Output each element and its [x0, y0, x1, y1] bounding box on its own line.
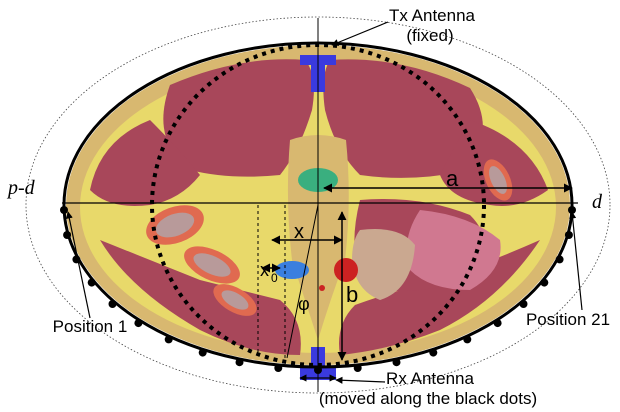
measurement-dot [108, 300, 117, 308]
b-label: b [346, 282, 358, 307]
rx-antenna-label: Rx Antenna [386, 369, 474, 388]
measurement-dot [463, 335, 472, 344]
organ-pink-right [406, 210, 501, 290]
tx-leader-arrow [331, 21, 389, 46]
measurement-dot [87, 278, 96, 287]
x-label: x [294, 221, 304, 243]
measurement-dot [568, 206, 576, 214]
measurement-dot [392, 358, 401, 367]
phi-ray [286, 204, 319, 359]
measurement-dot [60, 206, 68, 214]
position-1-label: Position 1 [53, 317, 128, 336]
measurement-dot [564, 231, 573, 239]
measurement-dot [493, 319, 502, 328]
phi-label: φ [298, 294, 310, 314]
rx-moved-label: (moved along the black dots) [319, 389, 537, 408]
p-minus-d-label: p-d [6, 177, 36, 199]
d-label: d [592, 191, 603, 213]
measurement-dot [274, 364, 283, 372]
organ-tan-right [352, 229, 415, 300]
abdominal-muscle-left [100, 240, 301, 355]
back-muscle-right [323, 59, 483, 178]
rx-leader-arrow [335, 376, 386, 384]
measurement-dot [314, 366, 322, 374]
small-vessel [319, 285, 325, 291]
measurement-dot [72, 255, 81, 264]
measurement-dot [429, 348, 438, 357]
tx-antenna-label: Tx Antenna [389, 6, 476, 25]
a-label: a [446, 166, 459, 191]
measurement-dots [60, 206, 576, 374]
measurement-dot [134, 319, 143, 328]
back-muscle-left [163, 59, 314, 177]
measurement-dot [555, 255, 564, 264]
side-muscle-left [90, 120, 200, 206]
aorta-red [334, 258, 358, 282]
kidney-left-bottom-inner [221, 290, 249, 310]
outer-dotted-boundary [25, 16, 611, 394]
measurement-dot [63, 231, 72, 239]
measurement-dot [164, 335, 173, 344]
measurement-dot [353, 364, 362, 372]
kidney-left-lower-inner [193, 253, 231, 277]
x0-label: x [260, 260, 269, 280]
x0-subscript: 0 [271, 271, 278, 285]
kidney-left-upper-inner [155, 212, 195, 238]
measurement-dot [235, 358, 244, 367]
position-21-label: Position 21 [526, 310, 610, 329]
intestine-blue [275, 261, 309, 279]
measurement-dot [198, 348, 207, 357]
position1-leader-arrow [65, 211, 91, 319]
measurement-dot [540, 278, 549, 287]
position21-leader-arrow [569, 211, 583, 311]
measurement-dot [519, 300, 528, 308]
tx-fixed-label: (fixed) [406, 26, 453, 45]
